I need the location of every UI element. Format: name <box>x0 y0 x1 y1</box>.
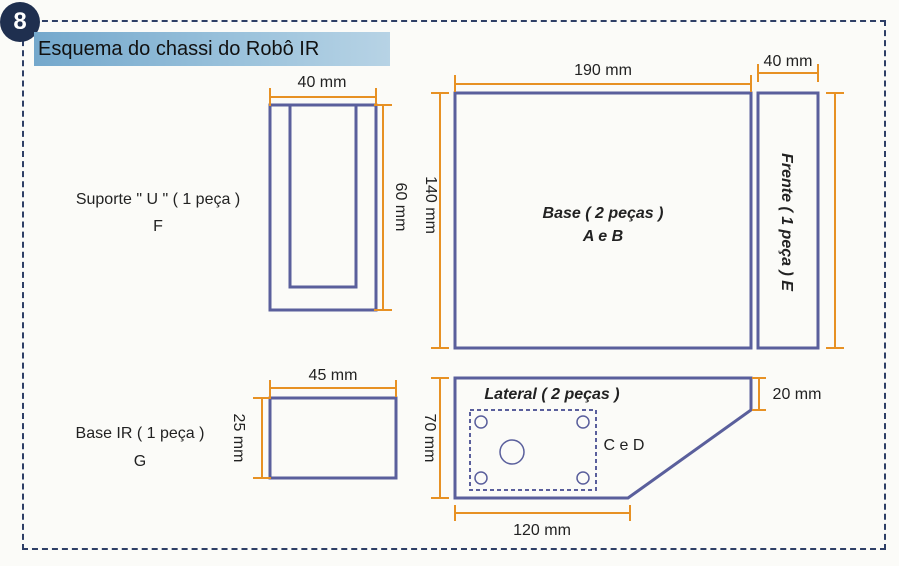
suporte-u-height-label: 60 mm <box>392 183 409 232</box>
lateral-shape <box>453 376 753 500</box>
suporte-u-height-dimension <box>374 104 392 311</box>
lateral-side-label: 20 mm <box>773 386 822 403</box>
suporte-u-width-label: 40 mm <box>298 74 347 91</box>
lateral-label: Lateral ( 2 peças ) <box>484 386 619 403</box>
base-ir-width-label: 45 mm <box>309 367 358 384</box>
base-ir-height-dimension <box>253 397 271 479</box>
frente-shape <box>756 91 820 350</box>
frente-width-dimension <box>757 64 819 82</box>
base-ir-letter: G <box>134 453 146 470</box>
lateral-mount-area <box>469 409 597 491</box>
base-width-label: 190 mm <box>574 62 632 79</box>
base-ir-label: Base IR ( 1 peça ) <box>76 425 205 442</box>
lateral-hole <box>474 471 488 485</box>
lateral-center-hole <box>499 439 525 465</box>
suporte-u-label: Suporte " U " ( 1 peça ) <box>76 191 240 208</box>
lateral-bottom-label: 120 mm <box>513 522 571 539</box>
suporte-u-letter: F <box>153 218 163 235</box>
dashed-frame <box>22 20 886 550</box>
diagram-title: Esquema do chassi do Robô IR <box>34 32 390 66</box>
base-label: Base ( 2 peças ) <box>543 205 664 222</box>
base-ir-width-dimension <box>269 380 397 397</box>
base-height-dimension <box>431 92 449 349</box>
frente-width-label: 40 mm <box>764 53 813 70</box>
base-shape <box>453 91 753 350</box>
base-letters: A e B <box>582 228 623 245</box>
lateral-side-dimension <box>752 377 766 411</box>
lateral-height-label: 70 mm <box>421 414 438 463</box>
base-ir-shape <box>268 396 398 480</box>
base-ir-height-label: 25 mm <box>230 414 247 463</box>
base-height-label: 140 mm <box>422 176 439 234</box>
lateral-height-dimension <box>431 377 449 499</box>
lateral-letters: C e D <box>604 437 645 454</box>
frente-height-dimension <box>826 92 844 349</box>
lateral-hole <box>576 471 590 485</box>
frente-label: Frente ( 1 peça ) E <box>778 153 795 292</box>
suporte-u-shape <box>268 103 378 312</box>
lateral-bottom-dimension <box>454 505 631 521</box>
lateral-hole <box>576 415 590 429</box>
suporte-u-width-dimension <box>269 88 377 106</box>
step-badge: 8 <box>0 2 40 42</box>
base-width-dimension <box>454 75 752 92</box>
lateral-hole <box>474 415 488 429</box>
